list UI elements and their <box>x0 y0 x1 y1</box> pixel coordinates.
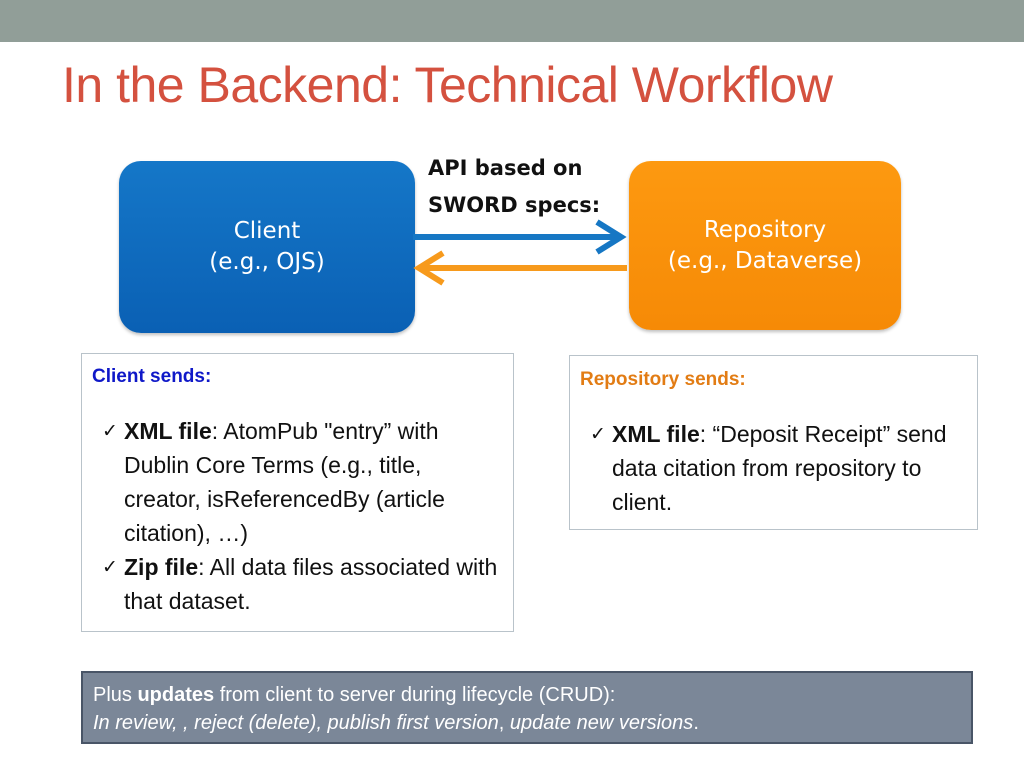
check-icon: ✓ <box>102 420 118 442</box>
connector-label-line2: SWORD specs: <box>428 193 601 217</box>
item-description: : All data files associated with that da… <box>124 554 498 614</box>
top-accent-bar <box>0 0 1024 42</box>
arrow-to-repository <box>413 219 627 255</box>
lifecycle-separator: , , reject (delete), publish first versi… <box>171 712 499 734</box>
item-title: XML file <box>124 418 212 444</box>
repository-node-example: (e.g., Dataverse) <box>667 247 863 274</box>
client-sends-panel: Client sends: ✓ XML file: AtomPub "entry… <box>81 353 514 632</box>
list-item: ✓ Zip file: All data files associated wi… <box>92 550 503 618</box>
updates-note-line2: In review, , reject (delete), publish fi… <box>93 709 971 737</box>
item-title: XML file <box>612 421 700 447</box>
lifecycle-in-review: In review <box>93 712 172 734</box>
item-description: : AtomPub "entry” with Dublin Core Terms… <box>124 418 445 546</box>
updates-suffix: from client to server during lifecycle (… <box>214 684 616 706</box>
lifecycle-update: update new versions <box>509 712 694 734</box>
repository-node-label: Repository <box>703 216 827 243</box>
lifecycle-period: . <box>693 712 699 734</box>
check-icon: ✓ <box>102 556 118 578</box>
repository-sends-panel: Repository sends: ✓ XML file: “Deposit R… <box>569 355 978 530</box>
repository-sends-list: ✓ XML file: “Deposit Receipt” send data … <box>580 417 967 519</box>
client-node-label: Client <box>233 218 301 244</box>
item-description: : “Deposit Receipt” send data citation f… <box>612 421 947 515</box>
client-node-example: (e.g., OJS) <box>209 249 325 275</box>
item-title: Zip file <box>124 554 199 580</box>
updates-note-line1: Plus updates from client to server durin… <box>93 681 971 709</box>
arrow-to-client <box>413 250 627 286</box>
connector-label: API based on SWORD specs: <box>428 150 618 224</box>
repository-node: Repository (e.g., Dataverse) <box>629 161 901 330</box>
lifecycle-comma: , <box>498 712 510 734</box>
slide-title: In the Backend: Technical Workflow <box>62 57 833 113</box>
check-icon: ✓ <box>590 423 606 445</box>
client-node: Client (e.g., OJS) <box>119 161 415 333</box>
list-item: ✓ XML file: “Deposit Receipt” send data … <box>580 417 967 519</box>
updates-prefix: Plus <box>93 684 138 706</box>
list-item: ✓ XML file: AtomPub "entry” with Dublin … <box>92 414 503 550</box>
updates-note: Plus updates from client to server durin… <box>81 671 973 744</box>
repository-sends-heading: Repository sends: <box>580 369 746 390</box>
client-sends-list: ✓ XML file: AtomPub "entry” with Dublin … <box>92 414 503 618</box>
client-sends-heading: Client sends: <box>92 366 212 387</box>
connector-label-line1: API based on <box>428 156 583 180</box>
updates-keyword: updates <box>137 684 215 706</box>
